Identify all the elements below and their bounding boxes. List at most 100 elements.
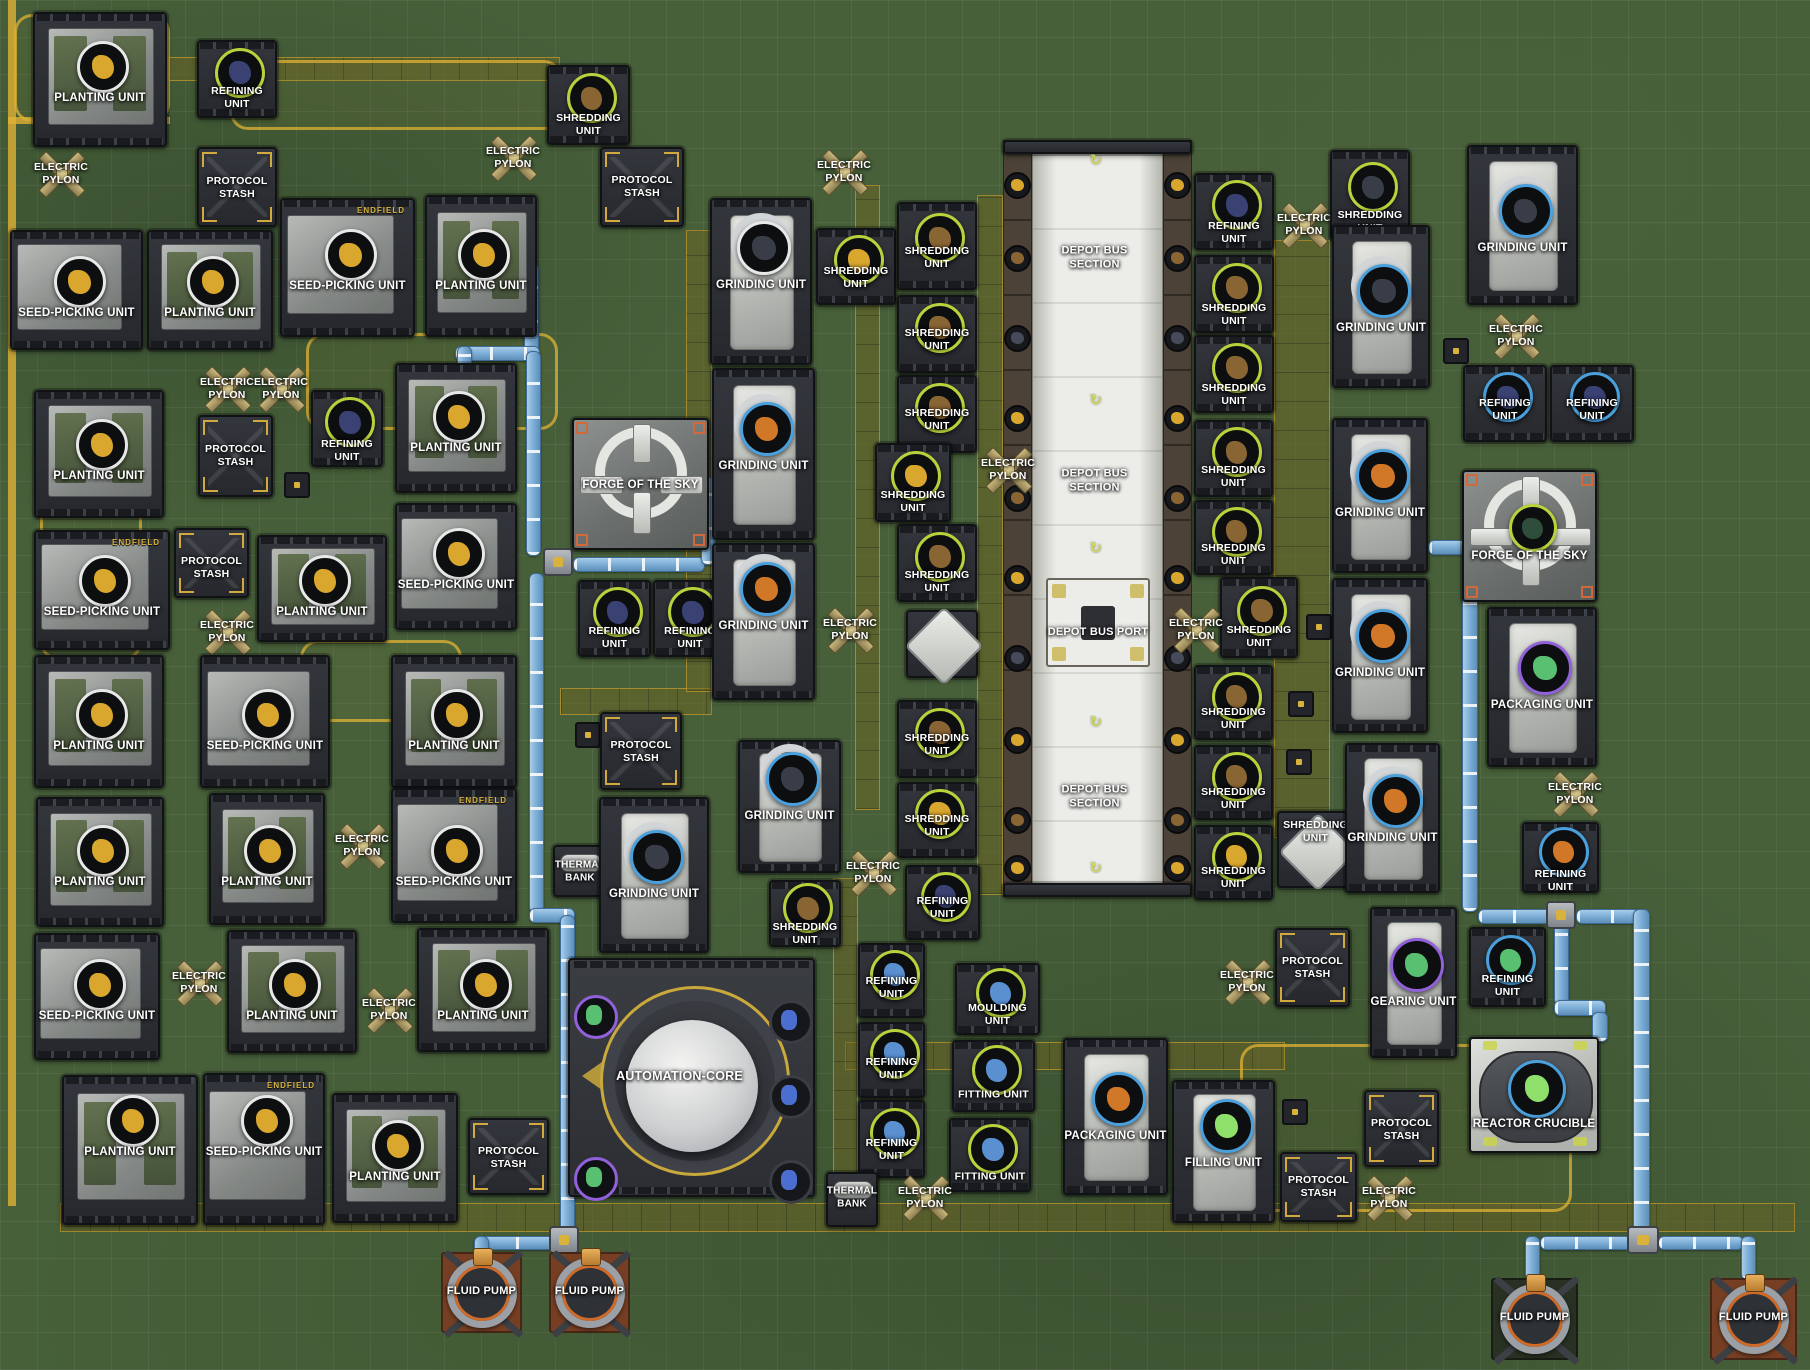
electric-pylon[interactable]: [821, 148, 869, 197]
bus-glyph-icon: ↻: [1089, 152, 1103, 169]
connector-teeth: [574, 1187, 809, 1194]
connector-teeth: [336, 1214, 454, 1221]
stash-corner: [605, 152, 620, 167]
pipe-valve[interactable]: [1627, 1226, 1659, 1254]
planting-unit-label: PLANTING UNIT: [408, 739, 500, 752]
protocol-stash[interactable]: [468, 1118, 549, 1195]
connector-teeth: [66, 1216, 194, 1223]
forge-corner: [693, 422, 705, 434]
protocol-stash[interactable]: [174, 528, 249, 598]
connector-teeth: [37, 138, 163, 145]
connector-teeth: [1067, 1040, 1164, 1047]
item-icon: [869, 1028, 920, 1079]
protocol-stash[interactable]: [197, 147, 277, 227]
electric-pylon[interactable]: [339, 822, 387, 871]
connector-teeth: [1349, 884, 1436, 891]
item-icon: [630, 830, 684, 884]
item-icon: [1211, 831, 1262, 882]
electric-pylon[interactable]: [490, 134, 538, 183]
refining-unit-label: REFINING UNIT: [865, 1136, 918, 1162]
item-icon: [1356, 609, 1410, 663]
item-icon: [869, 949, 920, 1000]
ore-item-icon: [1164, 405, 1191, 432]
electric-pylon[interactable]: [850, 849, 898, 898]
connector-teeth: [213, 916, 321, 923]
connector-teeth: [395, 790, 513, 797]
electric-pylon-label: ELECTRIC PYLON: [334, 832, 390, 858]
connector-teeth: [1197, 811, 1270, 818]
protocol-stash[interactable]: [1280, 1152, 1357, 1222]
protocol-stash[interactable]: [1275, 928, 1350, 1007]
connector-teeth: [261, 537, 383, 544]
protocol-stash[interactable]: [1364, 1090, 1439, 1167]
electric-pylon[interactable]: [902, 1174, 950, 1223]
electric-pylon[interactable]: [204, 608, 252, 657]
connector-teeth: [207, 1216, 321, 1223]
connector-teeth: [1471, 147, 1574, 154]
grinding-unit-label: GRINDING UNIT: [718, 459, 809, 472]
fluid-pump[interactable]: [1710, 1275, 1799, 1366]
shredding-unit-label: SHREDDING UNIT: [904, 326, 970, 352]
item-icon: [325, 397, 375, 448]
electric-pylon-label: ELECTRIC PYLON: [1219, 968, 1275, 994]
stash-corner: [662, 770, 677, 785]
seed-item-icon: [107, 1095, 159, 1147]
planting-unit-label: PLANTING UNIT: [84, 1145, 176, 1158]
electric-pylon[interactable]: [1281, 201, 1329, 250]
electric-pylon[interactable]: [1366, 1174, 1414, 1223]
electric-pylon[interactable]: [1552, 770, 1600, 819]
connector-teeth: [1197, 337, 1271, 344]
electric-pylon[interactable]: [1173, 606, 1221, 655]
connector-teeth: [1067, 1186, 1164, 1193]
refining-unit-label: REFINING UNIT: [588, 624, 641, 650]
connector-teeth: [231, 932, 353, 939]
planting-unit-label: PLANTING UNIT: [164, 306, 256, 319]
pipe-valve[interactable]: [1546, 901, 1576, 929]
protocol-stash[interactable]: [600, 712, 682, 790]
shredding-unit-label: SHREDDING UNIT: [1201, 541, 1266, 567]
connector-teeth: [603, 799, 705, 806]
protocol-stash-label: PROTOCOL STASH: [1288, 1173, 1349, 1199]
depot-bus-section-label: DEPOT BUS SECTION: [1061, 467, 1128, 493]
electric-pylon[interactable]: [985, 446, 1033, 495]
connector-teeth: [581, 648, 648, 655]
electric-pylon[interactable]: [1493, 312, 1541, 361]
electric-pylon[interactable]: [38, 150, 86, 199]
stash-corner: [1280, 933, 1295, 948]
crucible-pad: [1483, 1137, 1497, 1146]
fluid-pump[interactable]: [549, 1249, 632, 1339]
forge-corner: [1466, 586, 1478, 598]
item-icon: [1356, 449, 1410, 503]
seed-item-icon: [74, 959, 126, 1011]
stash-corner: [179, 533, 194, 548]
electric-pylon[interactable]: [1224, 958, 1272, 1007]
depot-bus-cap: [1003, 140, 1192, 154]
pipe-valve[interactable]: [543, 548, 573, 576]
pump-inlet: [1525, 1274, 1546, 1292]
grinding-unit-label: GRINDING UNIT: [1334, 506, 1426, 519]
connector-teeth: [1336, 379, 1426, 386]
forge-corner: [576, 534, 588, 546]
electric-pylon[interactable]: [827, 606, 875, 655]
electric-pylon[interactable]: [204, 365, 252, 414]
protocol-stash[interactable]: [198, 415, 273, 497]
fluid-pump[interactable]: [441, 1249, 524, 1339]
electric-pylon[interactable]: [366, 986, 414, 1035]
connector-teeth: [1197, 324, 1271, 331]
item-icon: [971, 1045, 1022, 1096]
protocol-stash[interactable]: [600, 147, 684, 227]
electric-pylon[interactable]: [258, 365, 306, 414]
connector-teeth: [900, 204, 974, 211]
planting-unit-label: PLANTING UNIT: [53, 739, 145, 752]
forge-corner: [1466, 474, 1478, 486]
connector-teeth: [550, 136, 627, 143]
core-pod-icon: [769, 1000, 813, 1044]
seed-picking-unit-label: SEED-PICKING UNIT: [18, 306, 135, 319]
stash-corner: [1285, 1202, 1300, 1217]
pipe-valve[interactable]: [549, 1226, 579, 1254]
fluid-pump-label: FLUID PUMP: [446, 1285, 517, 1298]
stash-corner: [229, 578, 244, 593]
electric-pylon[interactable]: [176, 959, 224, 1008]
connector-teeth: [399, 484, 513, 491]
connector-teeth: [581, 582, 648, 589]
